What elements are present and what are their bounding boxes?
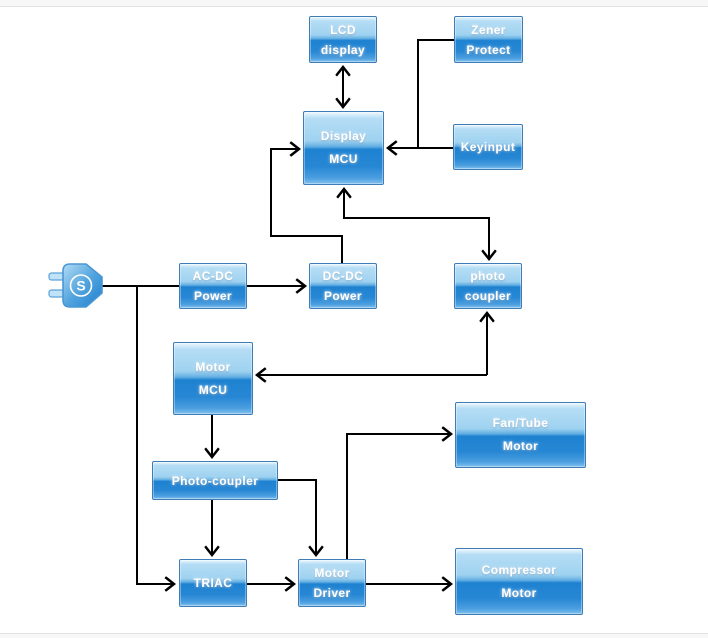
node-label: photo bbox=[470, 269, 506, 283]
connector-dcdc-displaymcu bbox=[270, 149, 343, 263]
node-photo-coupler-upper: photo coupler bbox=[454, 263, 522, 309]
node-label: Display bbox=[320, 129, 367, 143]
node-label: Motor bbox=[502, 439, 539, 453]
node-motor-driver: Motor Driver bbox=[298, 559, 366, 607]
connector-motordriver-fantube bbox=[346, 434, 451, 559]
node-label: Motor bbox=[501, 585, 537, 600]
node-lcd-display: LCD display bbox=[309, 16, 377, 63]
node-label: MCU bbox=[198, 382, 228, 397]
node-label: Zener bbox=[471, 22, 506, 37]
plug-s-ring bbox=[69, 274, 93, 297]
node-label: Compressor bbox=[481, 562, 557, 577]
node-compressor-motor: Compressor Motor bbox=[455, 548, 583, 615]
node-dc-dc-power: DC-DC Power bbox=[309, 263, 377, 309]
node-keyinput: Keyinput bbox=[453, 124, 523, 170]
node-triac: TRIAC bbox=[179, 559, 247, 607]
node-label: Motor bbox=[314, 566, 350, 580]
node-label: Fan/Tube bbox=[492, 416, 549, 430]
bottom-frame-band bbox=[0, 633, 708, 638]
node-label: Power bbox=[323, 289, 362, 303]
connector-displaymcu-photocoupler bbox=[400, 217, 489, 259]
node-label: Photo-coupler bbox=[171, 473, 259, 488]
node-motor-mcu: Motor MCU bbox=[173, 342, 253, 415]
connector-photocoupler-displaymcu bbox=[344, 189, 400, 219]
node-label: coupler bbox=[464, 289, 512, 303]
node-label: TRIAC bbox=[193, 576, 233, 590]
node-label: MCU bbox=[329, 152, 358, 166]
node-label: Motor bbox=[195, 359, 231, 374]
node-label: DC-DC bbox=[322, 269, 364, 283]
node-label: Protect bbox=[466, 42, 511, 57]
plug-s-label: S bbox=[76, 278, 85, 294]
connector-photocoupler2-motordriver bbox=[278, 479, 316, 555]
node-label: display bbox=[320, 42, 366, 57]
plug-prong-top bbox=[48, 272, 65, 281]
node-label: Driver bbox=[313, 586, 351, 600]
node-ac-dc-power: AC-DC Power bbox=[179, 263, 247, 309]
plug-prong-bottom bbox=[48, 289, 65, 298]
node-label: Power bbox=[193, 289, 232, 303]
node-label: AC-DC bbox=[192, 269, 234, 283]
node-fan-tube-motor: Fan/Tube Motor bbox=[455, 402, 586, 468]
connector-plug-triac bbox=[136, 286, 174, 584]
node-label: LCD bbox=[330, 22, 356, 37]
node-photo-coupler-lower: Photo-coupler bbox=[152, 461, 278, 500]
node-zener-protect: Zener Protect bbox=[454, 16, 523, 63]
top-frame-band bbox=[0, 0, 708, 7]
node-display-mcu: Display MCU bbox=[303, 111, 384, 185]
node-label: Keyinput bbox=[460, 140, 516, 154]
plug-body bbox=[62, 263, 103, 308]
connector-zener-junction bbox=[417, 39, 454, 148]
power-plug-icon: S bbox=[48, 260, 110, 317]
